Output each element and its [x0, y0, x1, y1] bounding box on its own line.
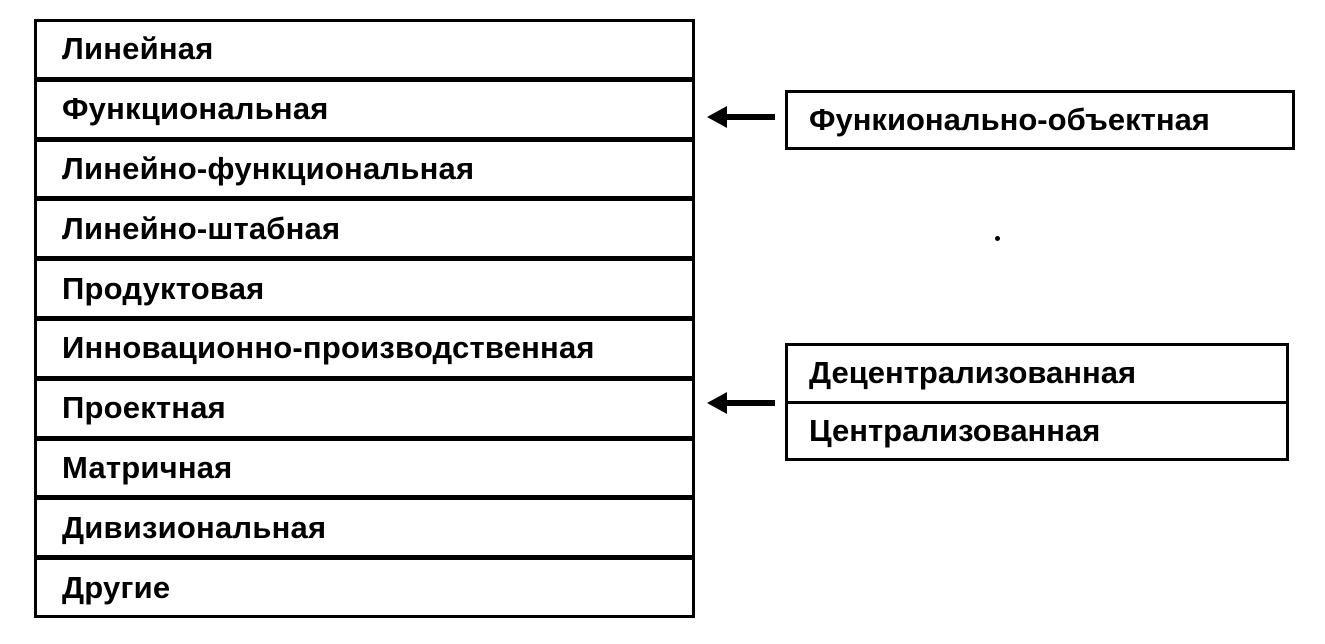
arrow-left-icon: [707, 392, 775, 414]
list-item-functional: Функциональная: [37, 82, 692, 142]
structure-types-list: Линейная Функциональная Линейно-функцион…: [34, 19, 695, 618]
list-item-divisional: Дивизиональная: [37, 500, 692, 561]
subtype-decentralized: Децентрализованная: [788, 346, 1286, 404]
functional-object-label: Функионально-объектная: [809, 102, 1210, 137]
list-item-project: Проектная: [37, 381, 692, 441]
arrow-left-icon: [707, 106, 775, 128]
list-item-linear-functional: Линейно-функциональная: [37, 142, 692, 202]
dot-mark: [995, 236, 1000, 241]
list-item-matrix: Матричная: [37, 441, 692, 501]
subtype-centralized: Централизованная: [809, 412, 1101, 448]
list-item-linear-staff: Линейно-штабная: [37, 201, 692, 262]
project-subtypes-box: Децентрализованная Централизованная: [785, 343, 1289, 461]
list-item-innovation-production: Инновационно-производственная: [37, 321, 692, 381]
list-item-product: Продуктовая: [37, 261, 692, 321]
functional-object-box: Функионально-объектная: [785, 90, 1295, 150]
list-item-linear: Линейная: [37, 22, 692, 82]
list-item-other: Другие: [62, 569, 171, 605]
